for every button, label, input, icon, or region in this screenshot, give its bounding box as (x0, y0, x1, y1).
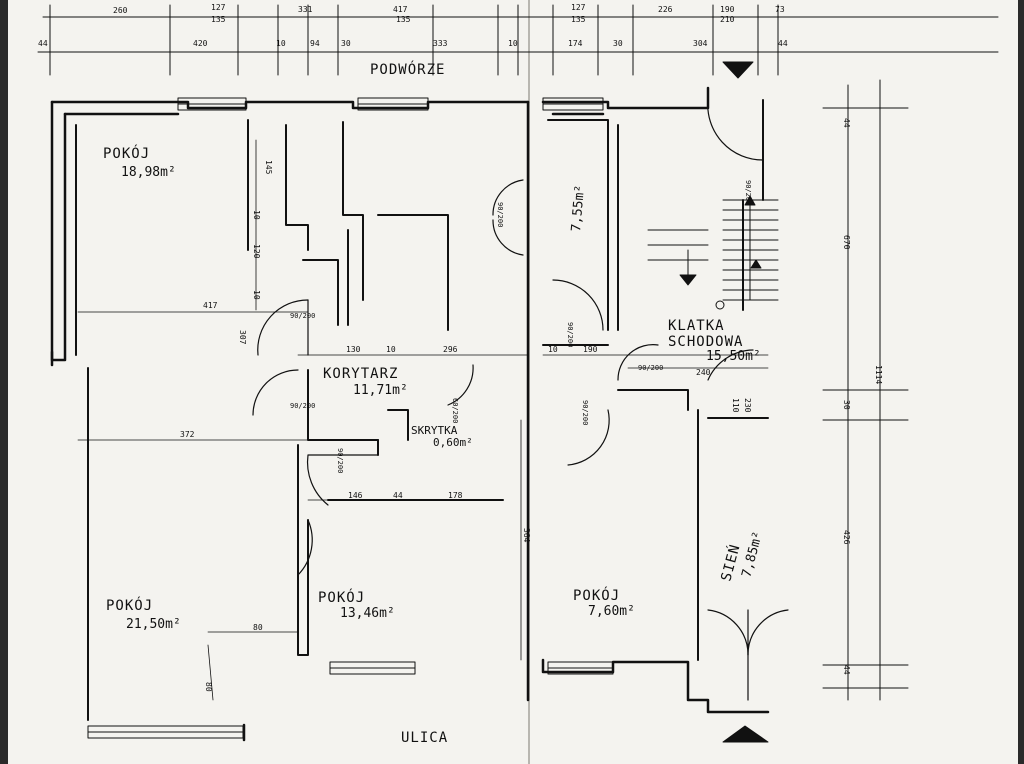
dim-row2-8: 174 (568, 39, 583, 48)
dim-int-7: 130 (346, 345, 361, 354)
dim-int-20: 230 (743, 398, 752, 413)
dim-right-4: 426 (842, 530, 851, 545)
room-area-small-room: 7,55m² (569, 184, 588, 232)
room-area-klatka: 15,50m² (706, 349, 761, 364)
dim-top-1b-3: 135 (571, 15, 586, 24)
dim-row2-3: 10 (276, 39, 286, 48)
staircase (647, 199, 779, 310)
dim-int-19: 364 (522, 528, 531, 543)
room-area-sien: 7,85m² (739, 530, 766, 579)
dim-right-2: 670 (842, 235, 851, 250)
door-swings (252, 99, 789, 701)
door-size-1: 90/200 (290, 312, 315, 320)
dim-top-5: 127 (571, 3, 586, 12)
room-area-pokoj-se: 7,60m² (588, 604, 635, 619)
door-size-9: 90/200 (496, 202, 504, 227)
interior-dimension-lines (77, 139, 769, 701)
room-name-pokoj-mid: POKÓJ (318, 588, 365, 606)
dim-int-18: 80 (204, 682, 213, 692)
dim-top-4: 417 (393, 5, 408, 14)
door-size-8: 60/200 (451, 398, 459, 423)
door-size-5: 90/200 (638, 364, 663, 372)
dim-int-11: 190 (583, 345, 598, 354)
outer-walls (50, 86, 770, 742)
room-name-pokoj-nw: POKÓJ (103, 144, 150, 162)
dim-int-14: 146 (348, 491, 363, 500)
room-name-klatka: KLATKA (668, 318, 725, 334)
dim-int-13: 240 (696, 368, 711, 377)
dim-top-1b-2: 135 (396, 15, 411, 24)
door-size-7: 90/200 (744, 180, 752, 205)
dim-top-3: 331 (298, 5, 313, 14)
dim-row2-1: 44 (38, 39, 48, 48)
dim-top-1: 260 (113, 6, 128, 15)
room-name-skrytka: SKRYTKA (411, 424, 458, 437)
room-name-korytarz: KORYTARZ (323, 366, 398, 382)
dim-int-8: 10 (386, 345, 396, 354)
dim-int-6: 307 (238, 330, 247, 345)
dim-row2-11: 44 (778, 39, 788, 48)
dim-row2-10: 304 (693, 39, 708, 48)
room-area-pokoj-nw: 18,98m² (121, 165, 176, 180)
dim-int-9: 296 (443, 345, 458, 354)
room-name-sien: SIEŃ (717, 542, 743, 583)
dim-int-17: 80 (253, 623, 263, 632)
dim-row2-5: 30 (341, 39, 351, 48)
dim-row2-7: 10 (508, 39, 518, 48)
floor-plan-drawing: PODWÓRZE ULICA POKÓJ 18,98m² POKÓJ 21,50… (37, 0, 999, 764)
door-size-2: 90/200 (290, 402, 315, 410)
door-size-6: 90/200 (566, 322, 574, 347)
dim-top-1b-1: 135 (211, 15, 226, 24)
dimension-lines-right (822, 79, 909, 701)
arrows (679, 61, 769, 743)
dim-int-3: 120 (252, 244, 261, 259)
room-name-pokoj-sw: POKÓJ (106, 596, 153, 614)
room-area-korytarz: 11,71m² (353, 383, 408, 398)
dim-right-5: 44 (842, 665, 851, 675)
dimension-lines-top (37, 4, 999, 76)
room-name-schodowa: SCHODOWA (668, 334, 743, 350)
floor-plan-sheet: PODWÓRZE ULICA POKÓJ 18,98m² POKÓJ 21,50… (8, 0, 1018, 764)
dim-top-2: 127 (211, 3, 226, 12)
dim-int-2: 10 (252, 210, 261, 220)
dim-right-3: 30 (842, 400, 851, 410)
dim-row2-4: 94 (310, 39, 320, 48)
door-size-4: 90/200 (581, 400, 589, 425)
dim-row2-6: 333 (433, 39, 448, 48)
room-area-skrytka: 0,60m² (433, 436, 473, 449)
street-label: ULICA (401, 730, 448, 746)
dim-int-21: 110 (731, 398, 740, 413)
dim-int-12: 372 (180, 430, 195, 439)
dim-int-10: 10 (548, 345, 558, 354)
dim-top-8: 73 (775, 5, 785, 14)
dim-top-6: 226 (658, 5, 673, 14)
courtyard-label: PODWÓRZE (370, 60, 445, 78)
dim-row2-9: 30 (613, 39, 623, 48)
dim-int-1: 145 (264, 160, 273, 175)
dim-top-1b-4: 210 (720, 15, 735, 24)
dim-int-4: 10 (252, 290, 261, 300)
room-area-pokoj-mid: 13,46m² (340, 606, 395, 621)
dim-right-6: 1114 (874, 365, 883, 384)
door-size-3: 90/200 (336, 448, 344, 473)
dim-int-15: 44 (393, 491, 403, 500)
dim-row2-2: 420 (193, 39, 208, 48)
dim-int-5: 417 (203, 301, 218, 310)
dim-top-7: 190 (720, 5, 735, 14)
windows (87, 97, 614, 739)
dim-int-16: 178 (448, 491, 463, 500)
room-area-pokoj-sw: 21,50m² (126, 617, 181, 632)
room-name-pokoj-se: POKÓJ (573, 586, 620, 604)
dim-right-1: 44 (842, 118, 851, 128)
